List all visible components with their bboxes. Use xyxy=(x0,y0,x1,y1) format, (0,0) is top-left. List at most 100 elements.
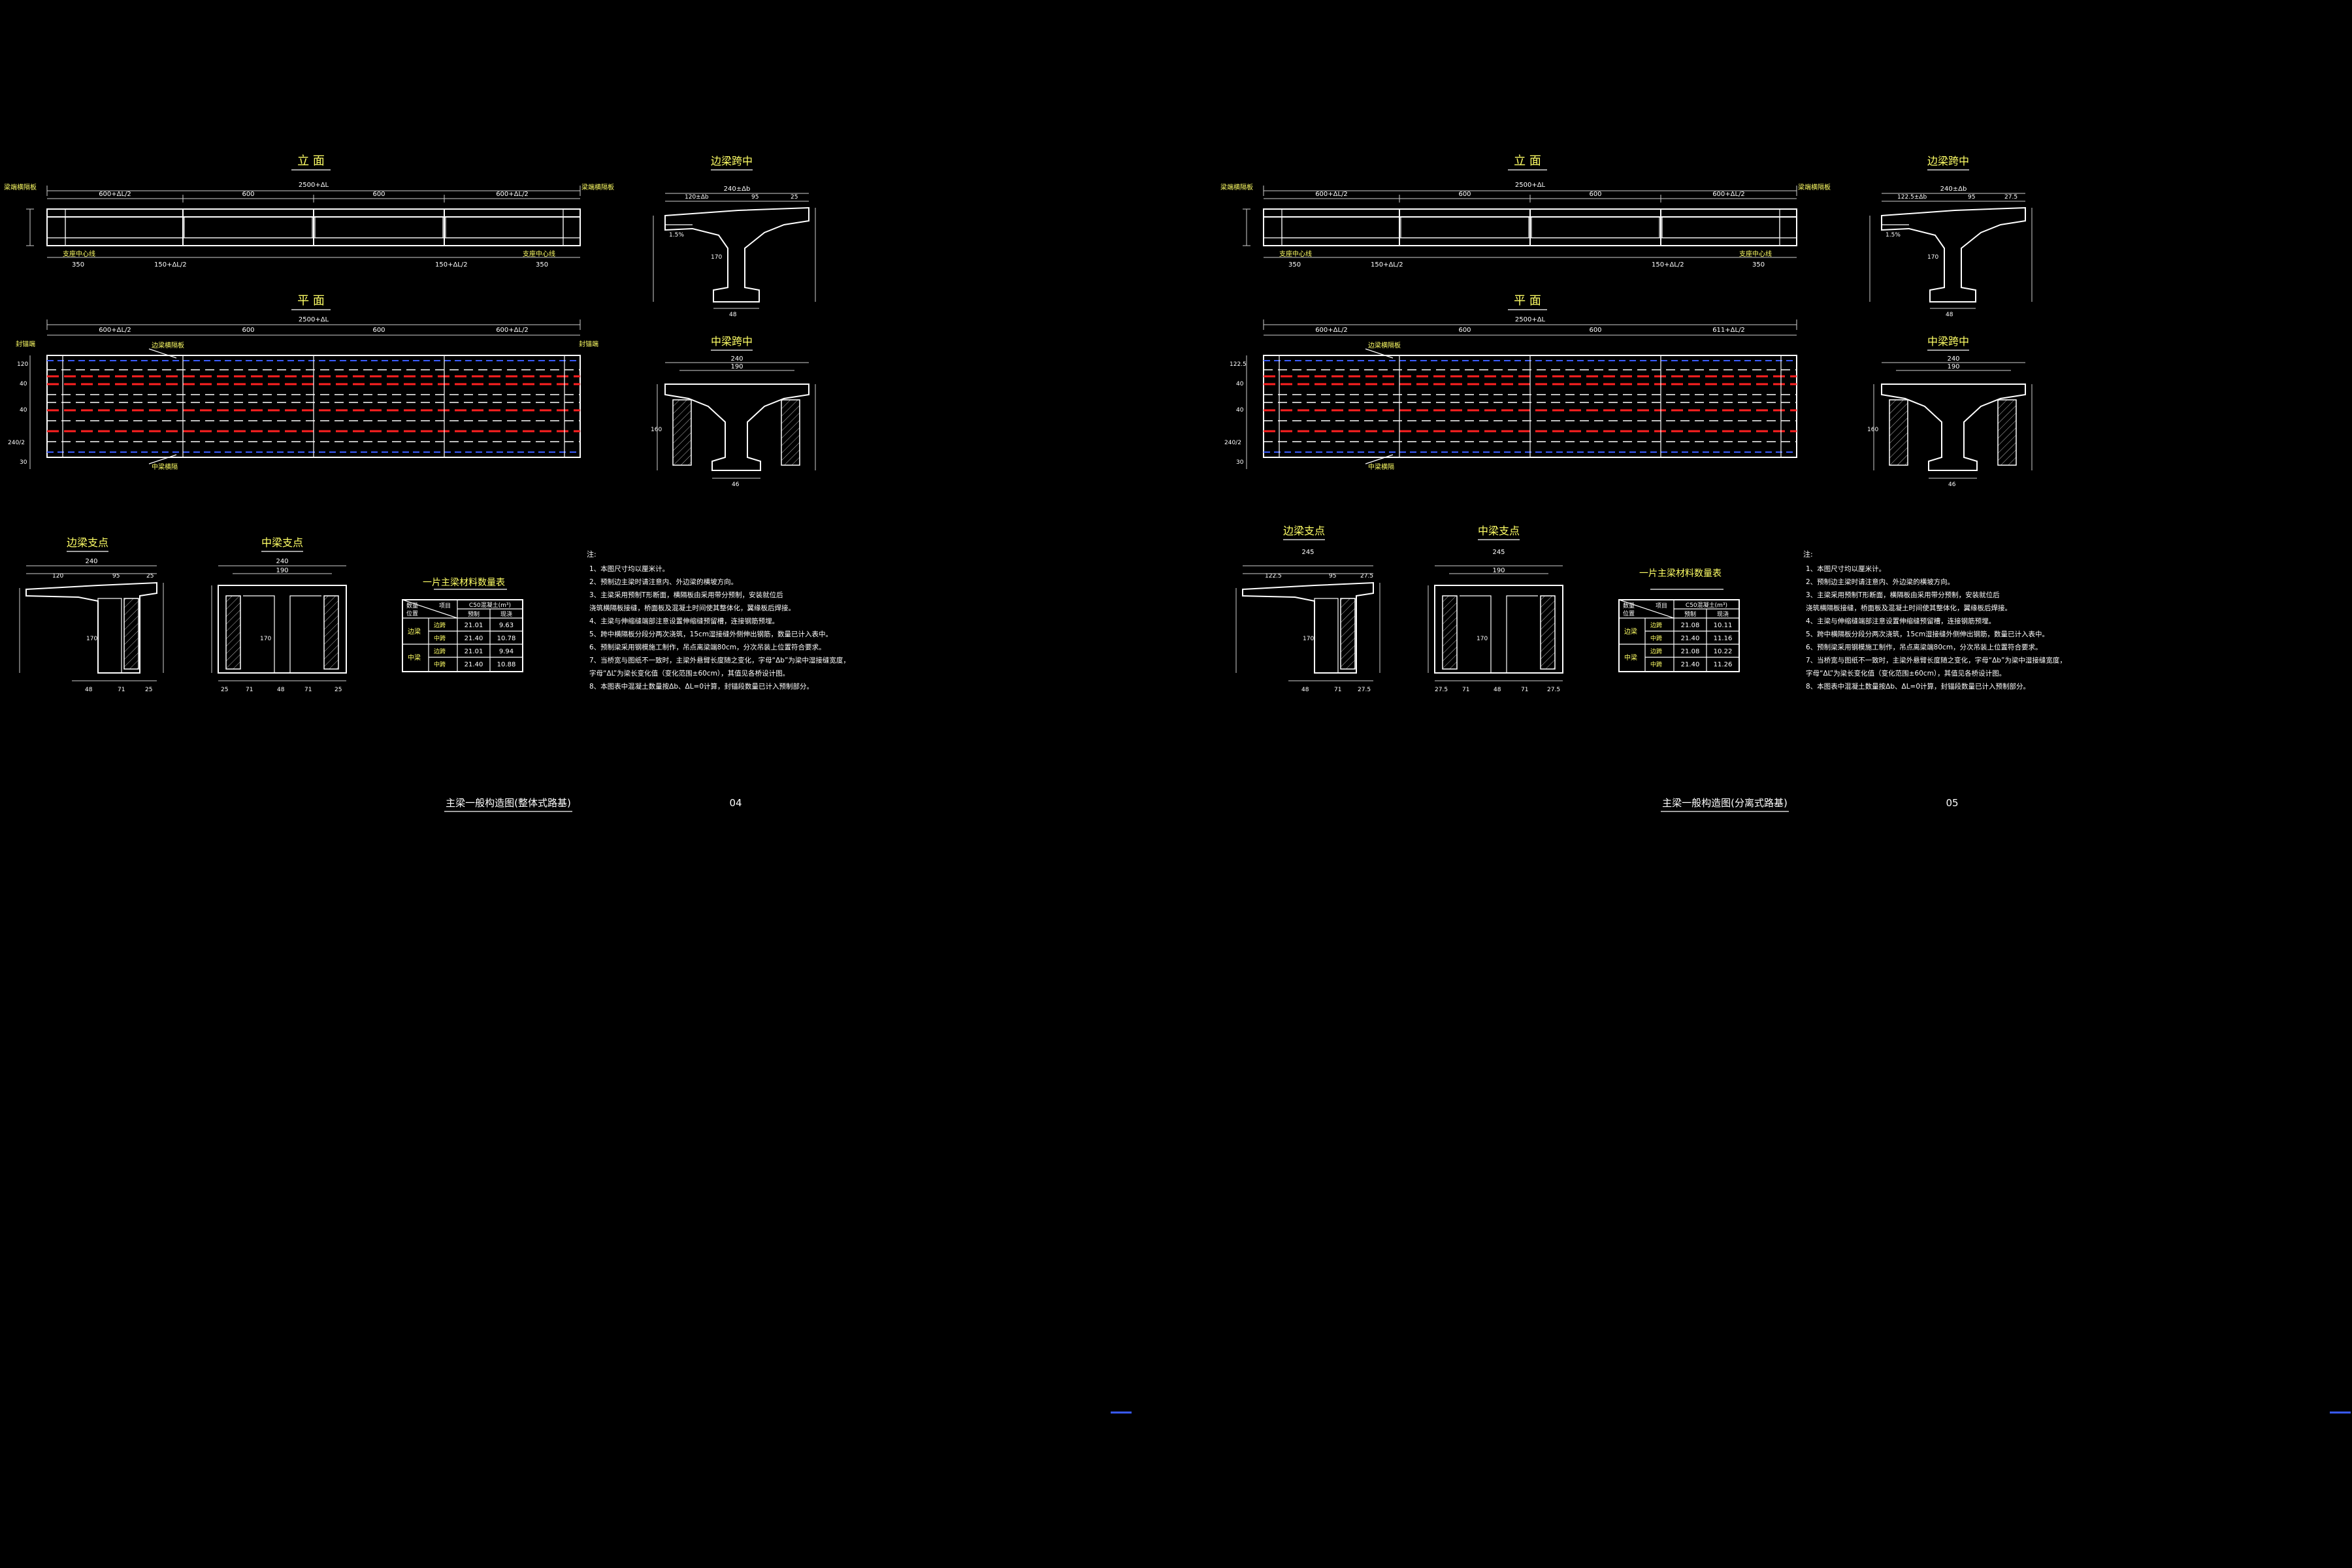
note-line: 7、当桥宽与图纸不一致时，主梁外悬臂长度随之变化，字母“Δb”为梁中湿接缝宽度， xyxy=(1806,656,2066,664)
table-cell: 10.78 xyxy=(497,635,516,642)
elevation-span-2: 600 xyxy=(242,191,254,198)
table-group-2: 中梁 xyxy=(408,653,421,662)
table-title: 一片主梁材料数量表 xyxy=(423,578,505,588)
edge-support-dim: 95 xyxy=(112,573,120,580)
table-pos: 中跨 xyxy=(1650,661,1662,668)
table-sub-2: 现浇 xyxy=(1717,610,1729,618)
plan-span-4: 611+ΔL/2 xyxy=(1712,327,1745,334)
table-pos: 中跨 xyxy=(1650,634,1662,642)
note-line: 浇筑横隔板接缝，桥面板及混凝土时间使其整体化，翼缘板后焊接。 xyxy=(589,604,795,612)
mid-support-bottom: 48 xyxy=(277,687,285,693)
edge-support-title: 边梁支点 xyxy=(67,536,108,549)
table-col-a: 数量 xyxy=(1623,602,1635,610)
elevation-total: 2500+ΔL xyxy=(299,182,329,189)
plan-side-dim: 40 xyxy=(1236,381,1244,387)
table-cell: 9.63 xyxy=(499,622,514,629)
mid-midspan-side: 160 xyxy=(1867,427,1878,433)
note-line: 字母“ΔL”为梁长变化值（变化范围±60cm），其值见各桥设计图。 xyxy=(1806,669,2006,678)
table-pos: 边跨 xyxy=(434,622,446,629)
mid-support-bottom: 71 xyxy=(1521,687,1528,693)
edge-midspan-dim: 95 xyxy=(1968,194,1975,201)
mid-midspan-title: 中梁跨中 xyxy=(711,335,753,348)
mid-support-inner: 190 xyxy=(1492,567,1505,574)
notes-label: 注: xyxy=(1803,549,1813,559)
elevation-span-1: 600+ΔL/2 xyxy=(99,191,131,198)
edge-midspan-dim: 120±Δb xyxy=(685,194,709,201)
note-line: 4、主梁与伸缩缝端部注意设置伸缩缝预留槽，连接钢筋预埋。 xyxy=(1806,617,1995,625)
edge-support-side: 170 xyxy=(1303,636,1314,642)
mid-support-bottom: 25 xyxy=(221,687,228,693)
plan-total: 2500+ΔL xyxy=(299,316,329,323)
elevation-support-right: 支座中心线 xyxy=(523,250,555,258)
elevation-bottom-1: 350 xyxy=(72,261,84,269)
table-pos: 边跨 xyxy=(1650,622,1662,629)
mid-support-title: 中梁支点 xyxy=(261,536,303,549)
elevation-bottom-4: 350 xyxy=(536,261,548,269)
note-line: 5、跨中横隔板分段分两次浇筑，15cm湿接缝外侧伸出钢筋，数量已计入表中。 xyxy=(1806,630,2049,638)
plan-side-dim: 40 xyxy=(1236,407,1244,414)
table-pos: 边跨 xyxy=(1650,648,1662,655)
edge-support-dim: 122.5 xyxy=(1265,573,1282,580)
note-line: 1、本图尺寸均以厘米计。 xyxy=(1806,564,1886,573)
table-sub-1: 预制 xyxy=(1684,610,1696,618)
mid-support-bottom: 71 xyxy=(304,687,312,693)
plan-left-label: 封锚端 xyxy=(16,340,35,348)
note-line: 4、主梁与伸缩缝端部注意设置伸缩缝预留槽，连接钢筋预埋。 xyxy=(589,617,779,625)
plan-span-1: 600+ΔL/2 xyxy=(99,327,131,334)
mid-midspan-inner: 190 xyxy=(730,363,743,370)
elevation-left-label: 梁端横隔板 xyxy=(4,183,37,191)
edge-midspan-side: 170 xyxy=(711,254,722,261)
edge-midspan-title: 边梁跨中 xyxy=(1927,155,1969,167)
table-pos: 中跨 xyxy=(434,634,446,642)
plan-side-dim: 30 xyxy=(1236,459,1244,466)
mid-midspan-top: 240 xyxy=(730,355,743,363)
plan-side-dim: 40 xyxy=(20,407,27,414)
sheet-title: 主梁一般构造图(整体式路基) xyxy=(446,797,571,809)
edge-midspan-dim: 48 xyxy=(729,312,737,318)
plan-side-dim: 30 xyxy=(20,459,27,466)
table-cell: 10.22 xyxy=(1714,648,1733,655)
elevation-right-label: 梁端横隔板 xyxy=(581,183,614,191)
edge-midspan-dim: 27.5 xyxy=(2004,194,2017,201)
mid-support-side: 170 xyxy=(1477,636,1488,642)
table-group-1: 边梁 xyxy=(1624,627,1637,636)
mid-support-side: 170 xyxy=(260,636,271,642)
sheet-number: 05 xyxy=(1946,797,1958,809)
edge-midspan-title: 边梁跨中 xyxy=(711,155,753,167)
note-line: 2、预制边主梁时请注意内、外边梁的横坡方向。 xyxy=(1806,578,1954,586)
edge-midspan-top: 240±Δb xyxy=(1940,186,1967,193)
edge-support-bottom: 25 xyxy=(145,687,152,693)
note-line: 字母“ΔL”为梁长变化值（变化范围±60cm），其值见各桥设计图。 xyxy=(589,669,789,678)
note-line: 3、主梁采用预制T形断面，横隔板由采用带分预制，安装就位后 xyxy=(1806,591,2000,599)
plan-total: 2500+ΔL xyxy=(1515,316,1546,323)
note-line: 浇筑横隔板接缝，桥面板及混凝土时间使其整体化，翼缘板后焊接。 xyxy=(1806,604,2012,612)
table-cell: 10.11 xyxy=(1714,622,1733,629)
sheet-title: 主梁一般构造图(分离式路基) xyxy=(1662,797,1788,809)
plan-side-dim: 120 xyxy=(17,361,28,368)
mid-midspan-side: 160 xyxy=(651,427,662,433)
table-cell: 21.01 xyxy=(465,622,483,629)
plan-bottom-note: 中梁横隔 xyxy=(1368,463,1394,471)
table-col-c: 位置 xyxy=(406,610,418,617)
note-line: 3、主梁采用预制T形断面，横隔板由采用带分预制，安装就位后 xyxy=(589,591,783,599)
mid-support-top: 240 xyxy=(276,558,288,565)
edge-support-dim: 27.5 xyxy=(1360,573,1373,580)
table-cell: 21.40 xyxy=(465,635,483,642)
edge-midspan-slope: 1.5% xyxy=(669,232,684,238)
table-col-b: 项目 xyxy=(1656,602,1667,610)
edge-midspan-dim: 95 xyxy=(751,194,759,201)
plan-right-label: 封锚端 xyxy=(579,340,598,348)
elevation-span-4: 600+ΔL/2 xyxy=(496,191,529,198)
edge-midspan-dim: 25 xyxy=(791,194,798,201)
plan-side-dim: 40 xyxy=(20,381,27,387)
edge-midspan-dim: 48 xyxy=(1946,312,1953,318)
table-cell: 11.16 xyxy=(1714,635,1733,642)
edge-midspan-top: 240±Δb xyxy=(724,186,751,193)
edge-support-bottom: 48 xyxy=(85,687,93,693)
plan-span-1: 600+ΔL/2 xyxy=(1315,327,1348,334)
elevation-bottom-3: 150+ΔL/2 xyxy=(435,261,468,269)
plan-side-dim: 240/2 xyxy=(1224,440,1241,446)
elevation-bottom-2: 150+ΔL/2 xyxy=(154,261,187,269)
plan-top-note: 边梁横隔板 xyxy=(152,341,184,350)
